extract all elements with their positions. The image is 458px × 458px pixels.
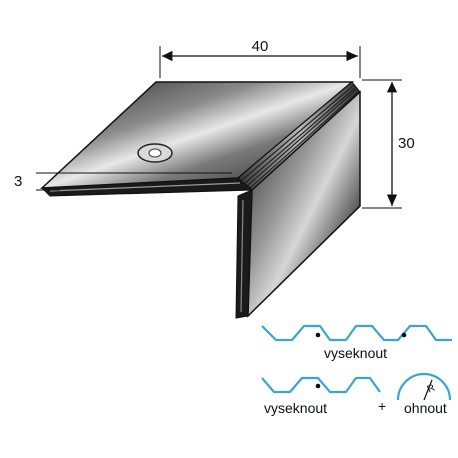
front-edge-highlight <box>49 182 241 192</box>
cut-label-2: vyseknout <box>264 400 327 416</box>
dimension-height: 30 <box>362 79 415 209</box>
rib-lines <box>240 84 360 189</box>
screw-hole-inner <box>148 148 162 158</box>
bend-symbol: R ohnout <box>396 372 452 416</box>
cut-label-1: vyseknout <box>324 345 387 361</box>
profile-vertical-leg <box>235 189 253 319</box>
cut-dot-1 <box>315 332 321 338</box>
plus-sign: + <box>378 398 386 414</box>
wave-pattern-1 <box>261 324 452 342</box>
profile-body <box>39 81 361 319</box>
dimension-thickness: 3 <box>14 172 232 191</box>
bend-symbol-letter: R <box>426 383 437 396</box>
cut-dot-2 <box>401 332 407 338</box>
wave-pattern-2 <box>261 376 381 394</box>
dimension-width: 40 <box>159 38 361 78</box>
dim-height-value: 30 <box>398 135 415 152</box>
cut-dot-3 <box>315 383 321 389</box>
dim-thickness-value: 3 <box>14 173 22 190</box>
bend-label: ohnout <box>404 400 447 416</box>
dim-width-value: 40 <box>252 38 269 55</box>
bend-arc <box>396 372 452 401</box>
cut-pattern-row-2: vyseknout + <box>261 376 386 416</box>
bend-radius-line <box>423 379 433 401</box>
leg-highlight <box>240 199 244 313</box>
cut-pattern-row-1: vyseknout <box>261 324 452 361</box>
